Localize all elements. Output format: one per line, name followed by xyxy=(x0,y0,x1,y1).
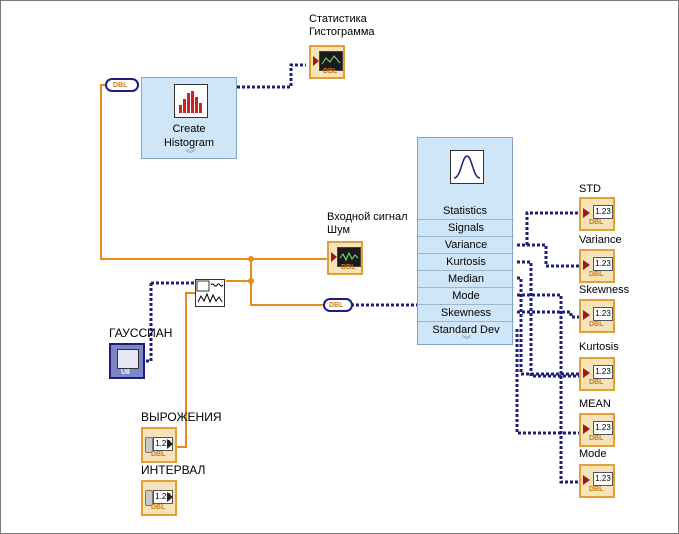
input-arrow-icon xyxy=(331,252,337,262)
numeric-type-tag: DBL xyxy=(589,219,604,226)
variance-indicator[interactable]: 1.23 DBL xyxy=(579,249,615,283)
input-arrow-icon xyxy=(583,424,590,434)
create-histogram-title: Create Histogram xyxy=(163,123,215,149)
input-arrow-icon xyxy=(583,475,590,485)
graph-screen-icon xyxy=(319,51,343,71)
wire-mean xyxy=(515,329,579,435)
statistics-express-vi[interactable]: Statistics Signals Variance Kurtosis Med… xyxy=(417,137,514,345)
input-arrow-icon xyxy=(583,368,590,378)
wire-mode xyxy=(517,293,579,484)
expression-label: ВЫРОЖЕНИЯ xyxy=(141,410,222,424)
graph-screen-icon xyxy=(337,247,361,267)
terminal-type-tag: U8 xyxy=(121,369,130,376)
converter-type-tag: DBL xyxy=(329,302,344,309)
signal-generator-icon xyxy=(196,280,224,304)
kurtosis-label: Kurtosis xyxy=(579,341,619,353)
stats-row-signals[interactable]: Signals xyxy=(418,219,514,236)
numeric-glyph: 1.23 xyxy=(593,307,613,321)
numeric-glyph: 1.23 xyxy=(593,365,613,379)
graph-type-tag: DBL xyxy=(323,68,338,75)
control-knob-icon xyxy=(145,490,153,506)
wire-variance xyxy=(517,243,579,268)
wire-kurtosis xyxy=(517,260,579,378)
converter-type-tag: DBL xyxy=(113,82,128,89)
dynamic-data-converter-top[interactable]: DBL xyxy=(105,78,139,92)
ring-icon xyxy=(117,349,139,369)
dynamic-data-converter-stats[interactable]: DBL xyxy=(323,298,353,312)
stats-row-kurtosis[interactable]: Kurtosis xyxy=(418,253,514,270)
numeric-glyph: 1.23 xyxy=(593,472,613,486)
interval-numeric-control[interactable]: 1.23 DBL xyxy=(141,480,177,516)
wire-median xyxy=(517,276,579,376)
output-arrow-icon xyxy=(167,492,173,502)
stats-row-standard-dev[interactable]: Standard Dev xyxy=(418,321,514,338)
expand-chevron-icon[interactable]: ︾ xyxy=(186,149,196,159)
wire-histogram-out xyxy=(237,63,306,89)
kurtosis-indicator[interactable]: 1.23 DBL xyxy=(579,357,615,391)
input-arrow-icon xyxy=(583,260,590,270)
wire-signal-to-converter xyxy=(226,280,325,306)
statistics-title: Statistics xyxy=(442,205,487,217)
numeric-glyph: 1.23 xyxy=(593,205,613,219)
skewness-indicator[interactable]: 1.23 DBL xyxy=(579,299,615,333)
numeric-glyph: 1.23 xyxy=(593,421,613,435)
expression-numeric-control[interactable]: 1.23 DBL xyxy=(141,427,177,463)
variance-label: Variance xyxy=(579,234,622,246)
input-signal-label: Входной сигнал Шум xyxy=(327,211,408,236)
mean-label: MEAN xyxy=(579,398,611,410)
numeric-type-tag: DBL xyxy=(589,486,604,493)
stats-row-median[interactable]: Median xyxy=(418,270,514,287)
wire-skewness xyxy=(517,310,579,319)
mode-indicator[interactable]: 1.23 DBL xyxy=(579,464,615,498)
wire-gaussian xyxy=(145,283,153,363)
input-arrow-icon xyxy=(583,310,590,320)
skewness-label: Skewness xyxy=(579,284,630,296)
interval-label: ИНТЕРВАЛ xyxy=(141,463,206,477)
histogram-indicator-label: Статистика Гистограмма xyxy=(309,13,375,38)
numeric-type-tag: DBL xyxy=(589,435,604,442)
std-indicator[interactable]: 1.23 DBL xyxy=(579,197,615,231)
stats-row-variance[interactable]: Variance xyxy=(418,236,514,253)
histogram-graph-indicator[interactable]: DBL xyxy=(309,45,345,79)
expand-chevron-icon[interactable]: ︾ xyxy=(462,335,472,345)
numeric-type-tag: DBL xyxy=(151,504,166,511)
gaussian-ring-control[interactable]: U8 xyxy=(109,343,145,379)
input-arrow-icon xyxy=(583,208,590,218)
statistics-bell-icon xyxy=(450,150,484,184)
waveform-icon xyxy=(339,251,359,262)
wire-amplitude-control xyxy=(177,292,197,448)
stats-row-skewness[interactable]: Skewness xyxy=(418,304,514,321)
numeric-glyph: 1.23 xyxy=(593,257,613,271)
std-label: STD xyxy=(579,183,601,195)
input-arrow-icon xyxy=(313,56,319,66)
wire-std xyxy=(517,211,579,247)
create-histogram-express-vi[interactable]: Create Histogram ︾ xyxy=(141,77,237,159)
control-knob-icon xyxy=(145,437,153,453)
numeric-type-tag: DBL xyxy=(589,321,604,328)
waveform-icon xyxy=(321,55,341,65)
numeric-type-tag: DBL xyxy=(589,379,604,386)
simulate-signal-subvi[interactable] xyxy=(195,279,225,307)
mean-indicator[interactable]: 1.23 DBL xyxy=(579,413,615,447)
input-signal-graph-indicator[interactable]: DBL xyxy=(327,241,363,275)
stats-row-mode[interactable]: Mode xyxy=(418,287,514,304)
histogram-icon xyxy=(174,84,208,118)
output-arrow-icon xyxy=(167,439,173,449)
gaussian-label: ГАУССИАН xyxy=(109,326,173,340)
numeric-type-tag: DBL xyxy=(589,271,604,278)
mode-label: Mode xyxy=(579,448,607,460)
graph-type-tag: DBL xyxy=(341,264,356,271)
numeric-type-tag: DBL xyxy=(151,451,166,458)
